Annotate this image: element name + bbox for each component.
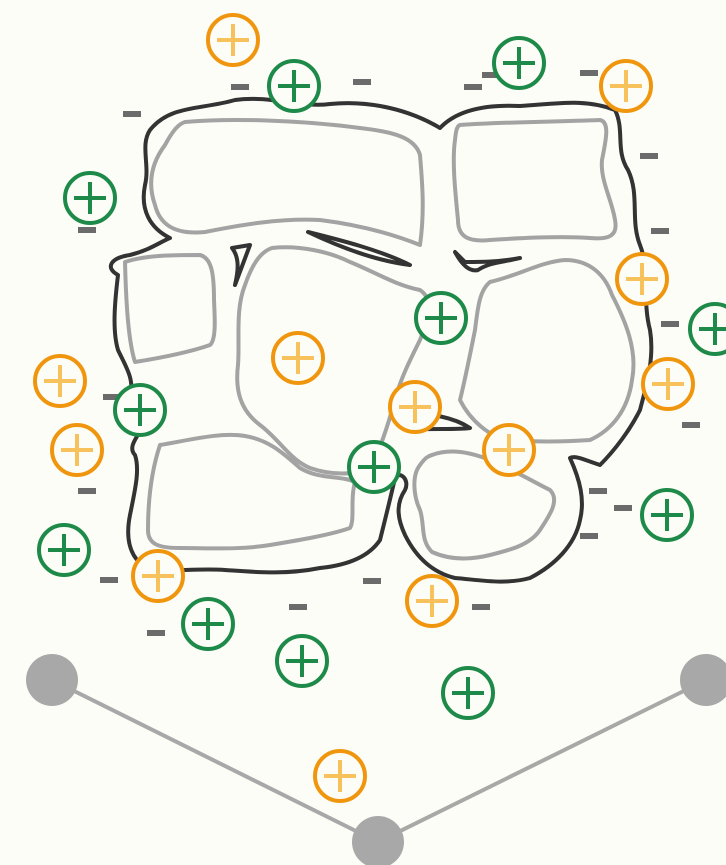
green-plus-ion-icon — [39, 525, 89, 575]
minus-ion-icon — [363, 578, 381, 584]
green-plus-ion-icon — [277, 636, 327, 686]
minus-ion-icon — [78, 488, 96, 494]
minus-ion-icon — [289, 604, 307, 610]
minus-ion-icon — [640, 153, 658, 159]
green-plus-ion-icon — [690, 304, 726, 354]
outer-boundary-main — [111, 99, 652, 582]
green-plus-ion-icon — [115, 385, 165, 435]
cell-middle-left — [125, 255, 215, 362]
cell-bottom-left — [148, 435, 355, 548]
green-plus-ion-icon — [65, 173, 115, 223]
minus-ion-icon — [123, 111, 141, 117]
minus-ion-icon — [78, 227, 96, 233]
orange-plus-ion-icon — [407, 576, 457, 626]
minus-ion-icon — [651, 228, 669, 234]
minus-ions — [78, 70, 700, 636]
orange-plus-ion-icon — [390, 382, 440, 432]
outer-boundaries — [111, 99, 652, 582]
minus-ion-icon — [464, 84, 482, 90]
node-bottom — [352, 816, 404, 865]
minus-ion-icon — [580, 70, 598, 76]
connector — [26, 654, 726, 865]
orange-plus-ion-icon — [484, 425, 534, 475]
node-right — [680, 654, 726, 706]
green-plus-ion-icon — [183, 599, 233, 649]
minus-ion-icon — [589, 488, 607, 494]
minus-ion-icon — [661, 321, 679, 327]
cell-top-right — [454, 120, 616, 240]
minus-ion-icon — [231, 84, 249, 90]
outer-boundary-gap-right — [455, 252, 520, 270]
minus-ion-icon — [472, 604, 490, 610]
minus-ion-icon — [614, 505, 632, 511]
node-left — [26, 654, 78, 706]
green-plus-ion-icon — [642, 490, 692, 540]
cell-top-left — [151, 120, 423, 245]
orange-plus-ion-icon — [643, 359, 693, 409]
green-plus-ion-icon — [494, 38, 544, 88]
cell-right — [460, 260, 634, 442]
green-plus-ion-icon — [349, 442, 399, 492]
minus-ion-icon — [682, 422, 700, 428]
green-plus-ion-icon — [416, 293, 466, 343]
green-plus-ion-icon — [269, 61, 319, 111]
orange-plus-ion-icon — [208, 15, 258, 65]
green-plus-ion-icon — [443, 668, 493, 718]
orange-plus-ion-icon — [133, 551, 183, 601]
cell-bottom-right — [414, 451, 554, 558]
orange-plus-ion-icon — [601, 61, 651, 111]
minus-ion-icon — [580, 533, 598, 539]
orange-plus-ion-icon — [315, 751, 365, 801]
orange-plus-ion-icon — [52, 425, 102, 475]
green-ions — [39, 38, 726, 718]
orange-plus-ion-icon — [35, 356, 85, 406]
minus-ion-icon — [353, 79, 371, 85]
minus-ion-icon — [100, 577, 118, 583]
connector-line-right — [378, 680, 706, 842]
cell-center — [237, 247, 429, 473]
minus-ion-icon — [147, 630, 165, 636]
orange-plus-ion-icon — [617, 254, 667, 304]
orange-plus-ion-icon — [273, 333, 323, 383]
